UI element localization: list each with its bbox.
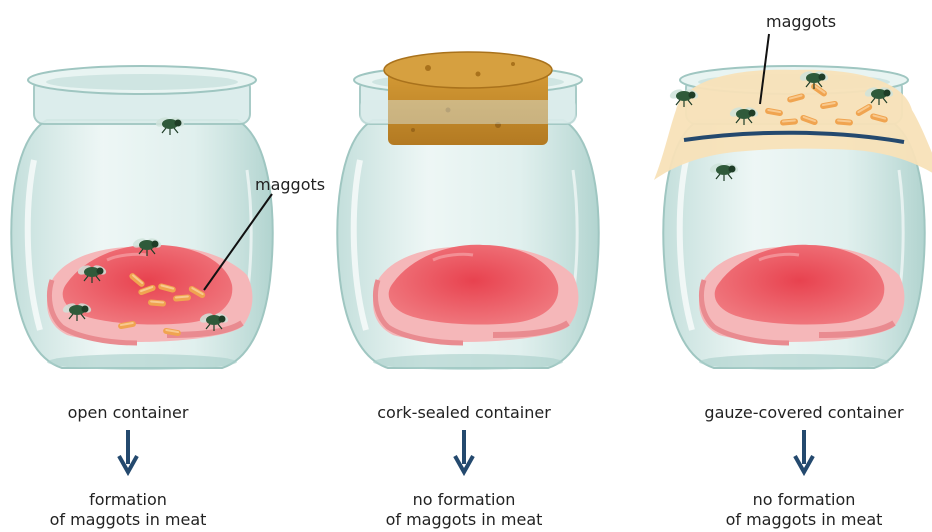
- outcome-gauze-line2: of maggots in meat: [726, 510, 883, 529]
- meat-piece: [699, 245, 904, 343]
- callout-maggots-open: maggots: [255, 175, 325, 194]
- jar-open: [11, 66, 272, 370]
- label-gauze-container: gauze-covered container: [704, 403, 904, 422]
- jar-cork: [337, 52, 598, 370]
- jar-rim: [28, 66, 256, 124]
- outcome-cork-line1: no formation: [413, 490, 516, 509]
- outcome-open-line2: of maggots in meat: [50, 510, 207, 529]
- callout-maggots-gauze: maggots: [766, 12, 836, 31]
- outcome-open-line1: formation: [89, 490, 167, 509]
- meat-piece: [373, 245, 578, 343]
- cork-stopper: [384, 52, 552, 145]
- jar-gauze: [654, 66, 932, 370]
- label-open-container: open container: [68, 403, 189, 422]
- outcome-gauze-line1: no formation: [753, 490, 856, 509]
- arrow-gauze: [795, 430, 813, 472]
- label-cork-container: cork-sealed container: [377, 403, 551, 422]
- outcome-cork-line2: of maggots in meat: [386, 510, 543, 529]
- arrow-cork: [455, 430, 473, 472]
- arrow-open: [119, 430, 137, 472]
